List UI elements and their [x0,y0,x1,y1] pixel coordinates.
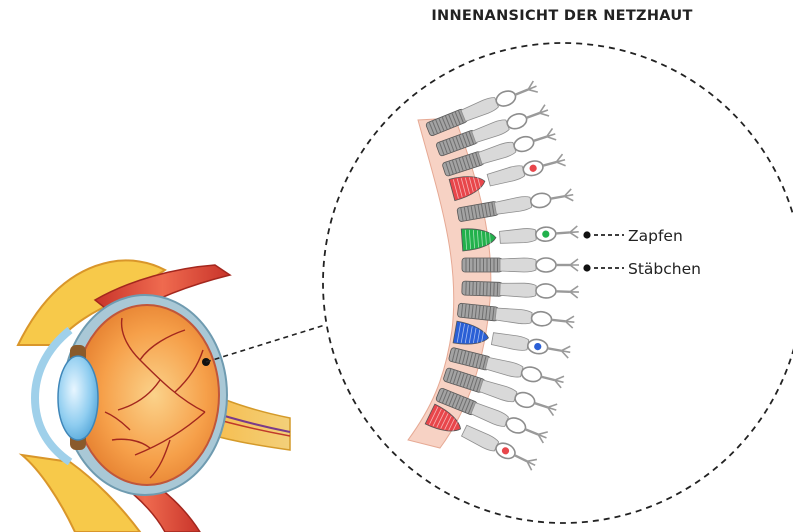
cell-inner-segment [500,282,536,297]
connector-line [206,325,325,362]
cell-axon [551,320,565,321]
cell-axon [556,232,570,233]
cone-label: Zapfen [628,227,683,245]
cell-nucleus [536,284,556,299]
cell-inner-segment [500,258,536,272]
eye-cross-section [18,260,290,532]
rod-label: Stäbchen [628,260,701,278]
magnified-view-circle [323,43,793,523]
lens [58,356,98,440]
rod-outer-segment [462,258,502,272]
cell-nucleus [536,258,556,272]
rod-outer-segment [462,281,502,296]
